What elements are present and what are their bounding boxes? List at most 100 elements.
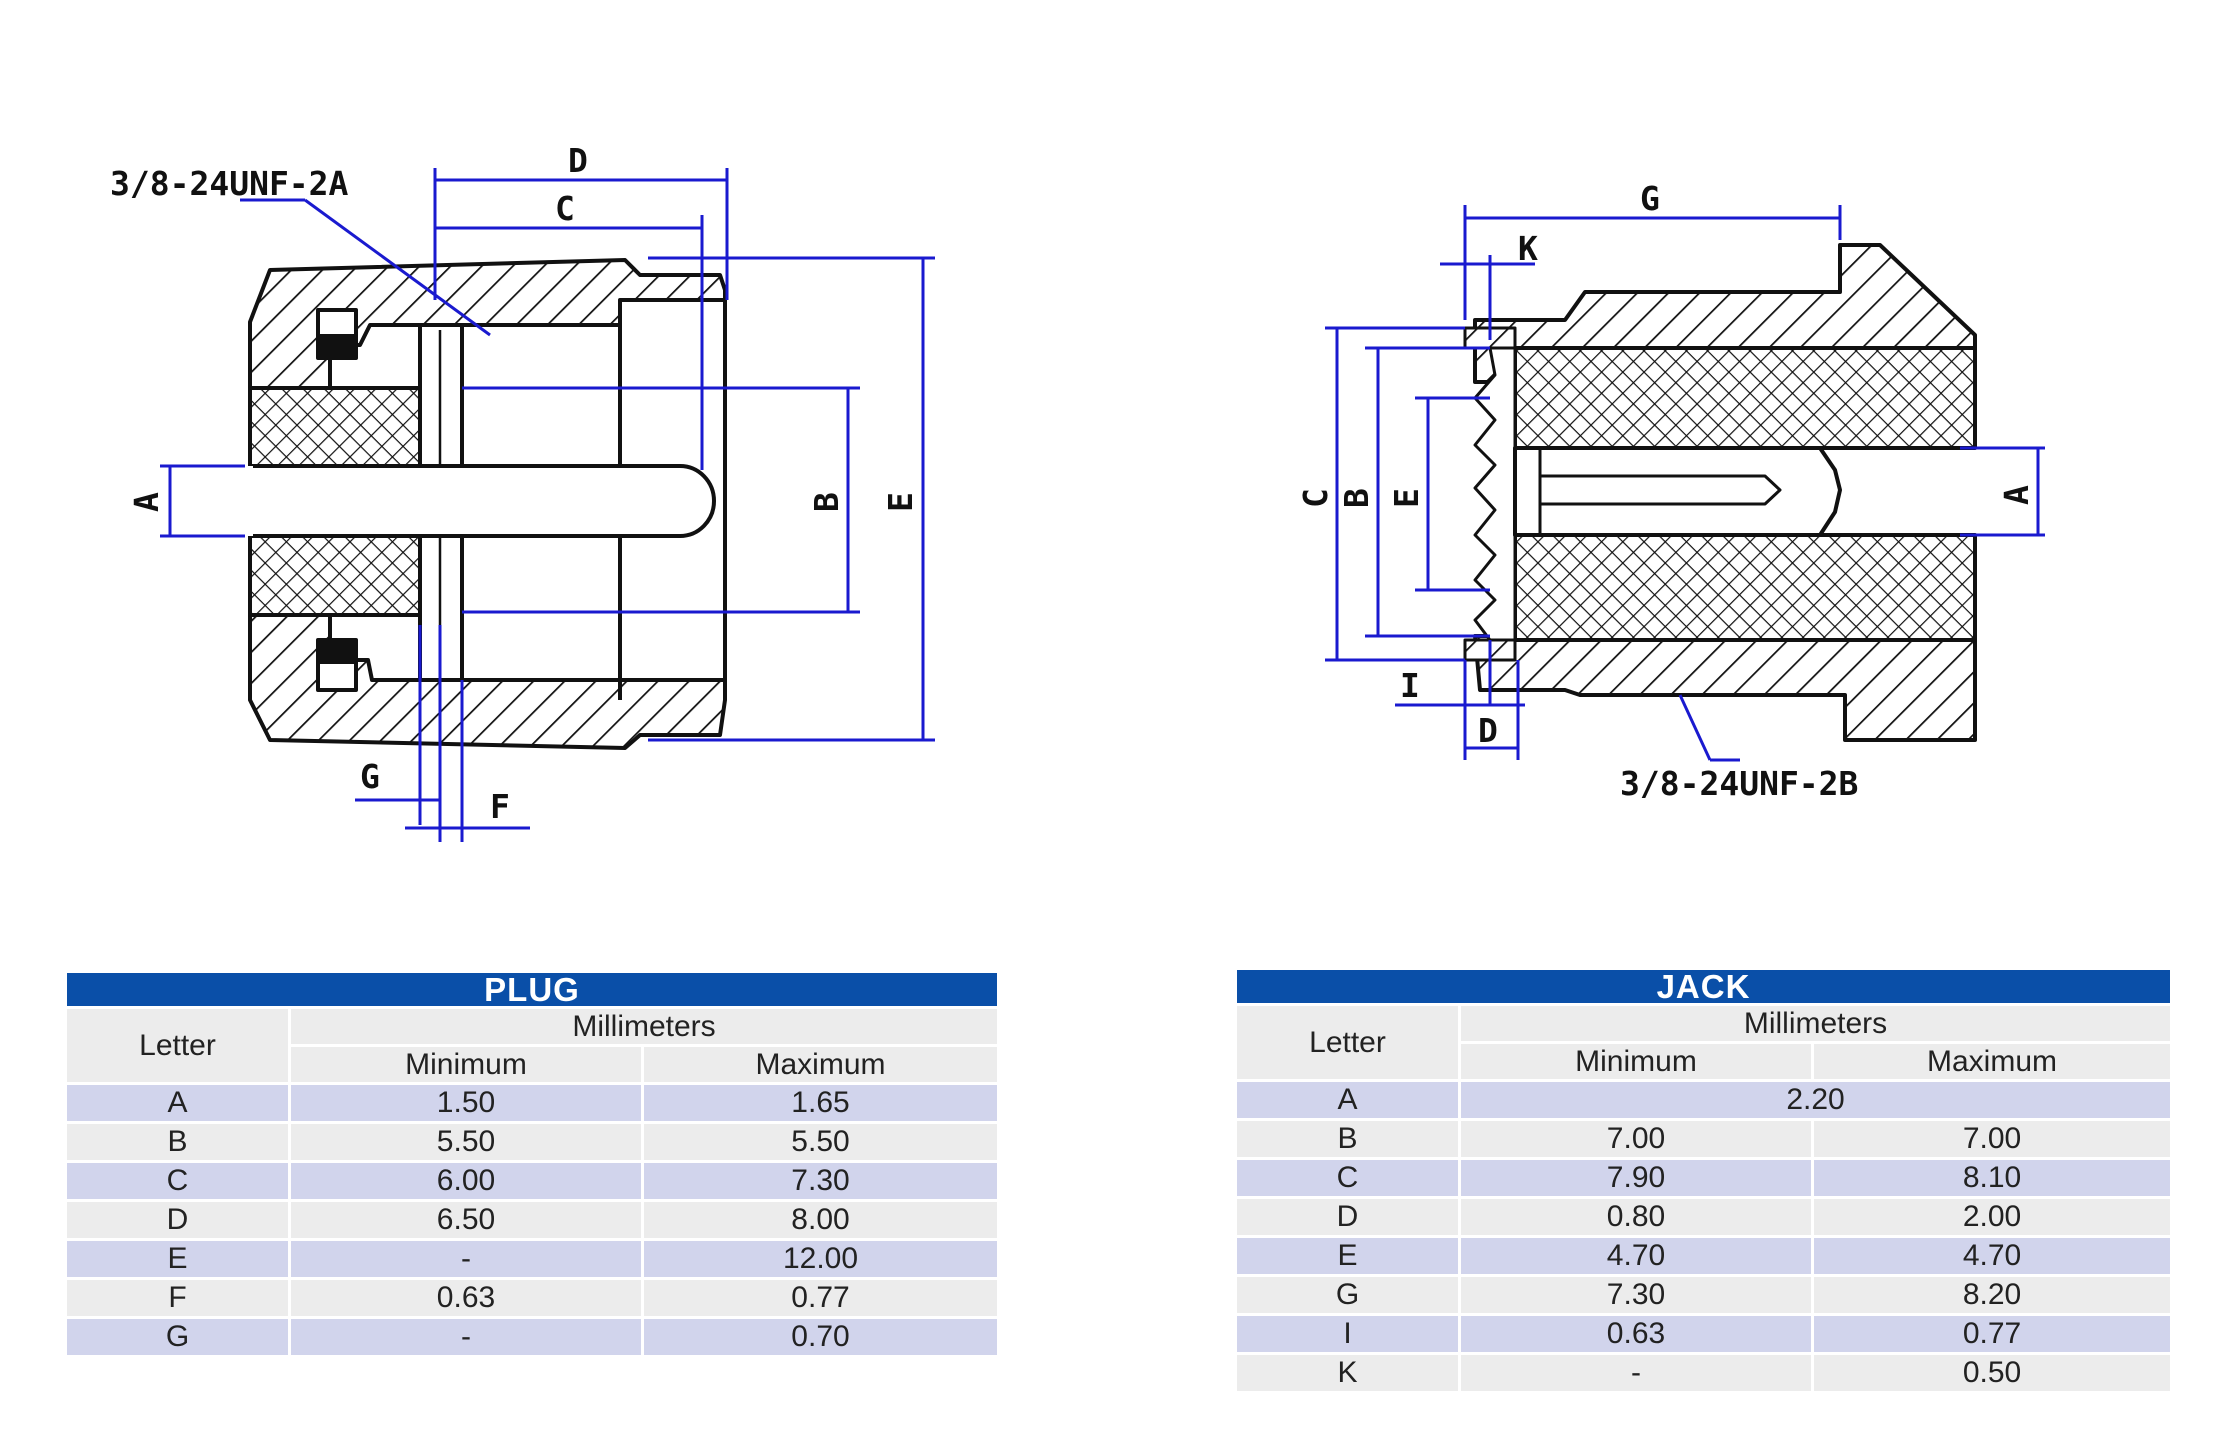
table-row: G 7.30 8.20 bbox=[1237, 1277, 2171, 1316]
jack-row-min: - bbox=[1461, 1355, 1814, 1394]
plug-row-letter: B bbox=[67, 1124, 291, 1163]
plug-groove-top-fill bbox=[318, 334, 356, 358]
table-row: I 0.63 0.77 bbox=[1237, 1316, 2171, 1355]
jack-unit-header: Millimeters bbox=[1461, 1006, 2171, 1044]
table-row: E - 12.00 bbox=[67, 1241, 997, 1280]
jack-row-letter: I bbox=[1237, 1316, 1461, 1355]
jack-row-value: 2.20 bbox=[1461, 1082, 2171, 1121]
jack-row-max: 8.10 bbox=[1814, 1160, 2171, 1199]
jack-dim-a: A bbox=[1997, 485, 2036, 505]
table-row: E 4.70 4.70 bbox=[1237, 1238, 2171, 1277]
jack-dim-c: C bbox=[1296, 488, 1335, 508]
table-row: C 7.90 8.10 bbox=[1237, 1160, 2171, 1199]
plug-dim-e: E bbox=[881, 492, 920, 512]
plug-dim-b: B bbox=[807, 492, 846, 512]
plug-row-letter: G bbox=[67, 1319, 291, 1358]
table-row: A 2.20 bbox=[1237, 1082, 2171, 1121]
plug-row-letter: D bbox=[67, 1202, 291, 1241]
plug-thread-label: 3/8-24UNF-2A bbox=[110, 164, 349, 203]
jack-body-bottom bbox=[1473, 634, 1977, 742]
plug-dimensions bbox=[160, 168, 935, 842]
jack-dim-b: B bbox=[1337, 488, 1376, 508]
plug-dim-a: A bbox=[127, 492, 166, 512]
plug-table-title: PLUG bbox=[67, 973, 997, 1009]
jack-row-letter: D bbox=[1237, 1199, 1461, 1238]
plug-dim-g: G bbox=[360, 757, 380, 796]
jack-row-max: 0.50 bbox=[1814, 1355, 2171, 1394]
plug-row-min: 1.50 bbox=[291, 1085, 644, 1124]
jack-row-min: 7.00 bbox=[1461, 1121, 1814, 1160]
plug-row-min: 6.50 bbox=[291, 1202, 644, 1241]
plug-row-max: 1.65 bbox=[644, 1085, 997, 1124]
plug-drawing bbox=[247, 258, 727, 750]
jack-row-max: 7.00 bbox=[1814, 1121, 2171, 1160]
plug-row-max: 5.50 bbox=[644, 1124, 997, 1163]
jack-row-min: 0.80 bbox=[1461, 1199, 1814, 1238]
jack-row-letter: E bbox=[1237, 1238, 1461, 1277]
plug-groove-bottom-fill bbox=[318, 640, 356, 664]
plug-max-header: Maximum bbox=[644, 1047, 997, 1085]
jack-row-letter: A bbox=[1237, 1082, 1461, 1121]
plug-dielectric-bottom bbox=[248, 534, 422, 617]
plug-dim-d: D bbox=[568, 141, 588, 180]
jack-dielectric-bottom bbox=[1513, 533, 1977, 642]
table-row: D 6.50 8.00 bbox=[67, 1202, 997, 1241]
jack-row-max: 4.70 bbox=[1814, 1238, 2171, 1277]
jack-row-min: 7.90 bbox=[1461, 1160, 1814, 1199]
table-row: G - 0.70 bbox=[67, 1319, 997, 1358]
table-row: A 1.50 1.65 bbox=[67, 1085, 997, 1124]
jack-row-letter: G bbox=[1237, 1277, 1461, 1316]
jack-row-max: 2.00 bbox=[1814, 1199, 2171, 1238]
jack-row-max: 0.77 bbox=[1814, 1316, 2171, 1355]
jack-max-header: Maximum bbox=[1814, 1044, 2171, 1082]
table-row: D 0.80 2.00 bbox=[1237, 1199, 2171, 1238]
jack-min-header: Minimum bbox=[1461, 1044, 1814, 1082]
plug-row-max: 0.70 bbox=[644, 1319, 997, 1358]
plug-row-min: - bbox=[291, 1241, 644, 1280]
table-row: K - 0.50 bbox=[1237, 1355, 2171, 1394]
jack-row-letter: C bbox=[1237, 1160, 1461, 1199]
jack-row-letter: K bbox=[1237, 1355, 1461, 1394]
plug-unit-header: Millimeters bbox=[291, 1009, 997, 1047]
jack-row-letter: B bbox=[1237, 1121, 1461, 1160]
plug-dim-f: F bbox=[490, 787, 510, 826]
plug-letter-header: Letter bbox=[67, 1009, 291, 1085]
plug-dim-c: C bbox=[555, 189, 575, 228]
plug-row-min: 6.00 bbox=[291, 1163, 644, 1202]
table-row: B 5.50 5.50 bbox=[67, 1124, 997, 1163]
jack-dim-d: D bbox=[1478, 711, 1498, 750]
plug-row-min: - bbox=[291, 1319, 644, 1358]
jack-table: JACK Letter Millimeters Minimum Maximum … bbox=[1237, 970, 2171, 1394]
jack-dim-e: E bbox=[1387, 488, 1426, 508]
jack-dimensions bbox=[1325, 205, 2045, 762]
plug-row-min: 0.63 bbox=[291, 1280, 644, 1319]
jack-center-socket bbox=[1513, 446, 1842, 537]
jack-row-max: 8.20 bbox=[1814, 1277, 2171, 1316]
table-row: B 7.00 7.00 bbox=[1237, 1121, 2171, 1160]
jack-contact-teeth bbox=[1473, 346, 1517, 642]
jack-socket-slot bbox=[1540, 474, 1782, 506]
jack-row-min: 4.70 bbox=[1461, 1238, 1814, 1277]
plug-row-max: 0.77 bbox=[644, 1280, 997, 1319]
plug-row-letter: C bbox=[67, 1163, 291, 1202]
jack-dim-k: K bbox=[1518, 229, 1538, 268]
plug-row-letter: E bbox=[67, 1241, 291, 1280]
plug-center-pin bbox=[250, 464, 716, 538]
plug-min-header: Minimum bbox=[291, 1047, 644, 1085]
jack-row-min: 0.63 bbox=[1461, 1316, 1814, 1355]
plug-row-max: 12.00 bbox=[644, 1241, 997, 1280]
table-row: F 0.63 0.77 bbox=[67, 1280, 997, 1319]
jack-letter-header: Letter bbox=[1237, 1006, 1461, 1082]
jack-drawing bbox=[1463, 243, 1977, 742]
table-row: C 6.00 7.30 bbox=[67, 1163, 997, 1202]
jack-thread-label: 3/8-24UNF-2B bbox=[1620, 764, 1858, 803]
jack-dim-i: I bbox=[1400, 666, 1420, 705]
jack-dim-g: G bbox=[1640, 179, 1660, 218]
plug-row-letter: F bbox=[67, 1280, 291, 1319]
jack-dielectric-top bbox=[1513, 346, 1977, 450]
plug-row-min: 5.50 bbox=[291, 1124, 644, 1163]
plug-labels: 3/8-24UNF-2A D C A B E G F bbox=[110, 141, 920, 826]
plug-table: PLUG Letter Millimeters Minimum Maximum … bbox=[67, 973, 997, 1358]
jack-row-min: 7.30 bbox=[1461, 1277, 1814, 1316]
